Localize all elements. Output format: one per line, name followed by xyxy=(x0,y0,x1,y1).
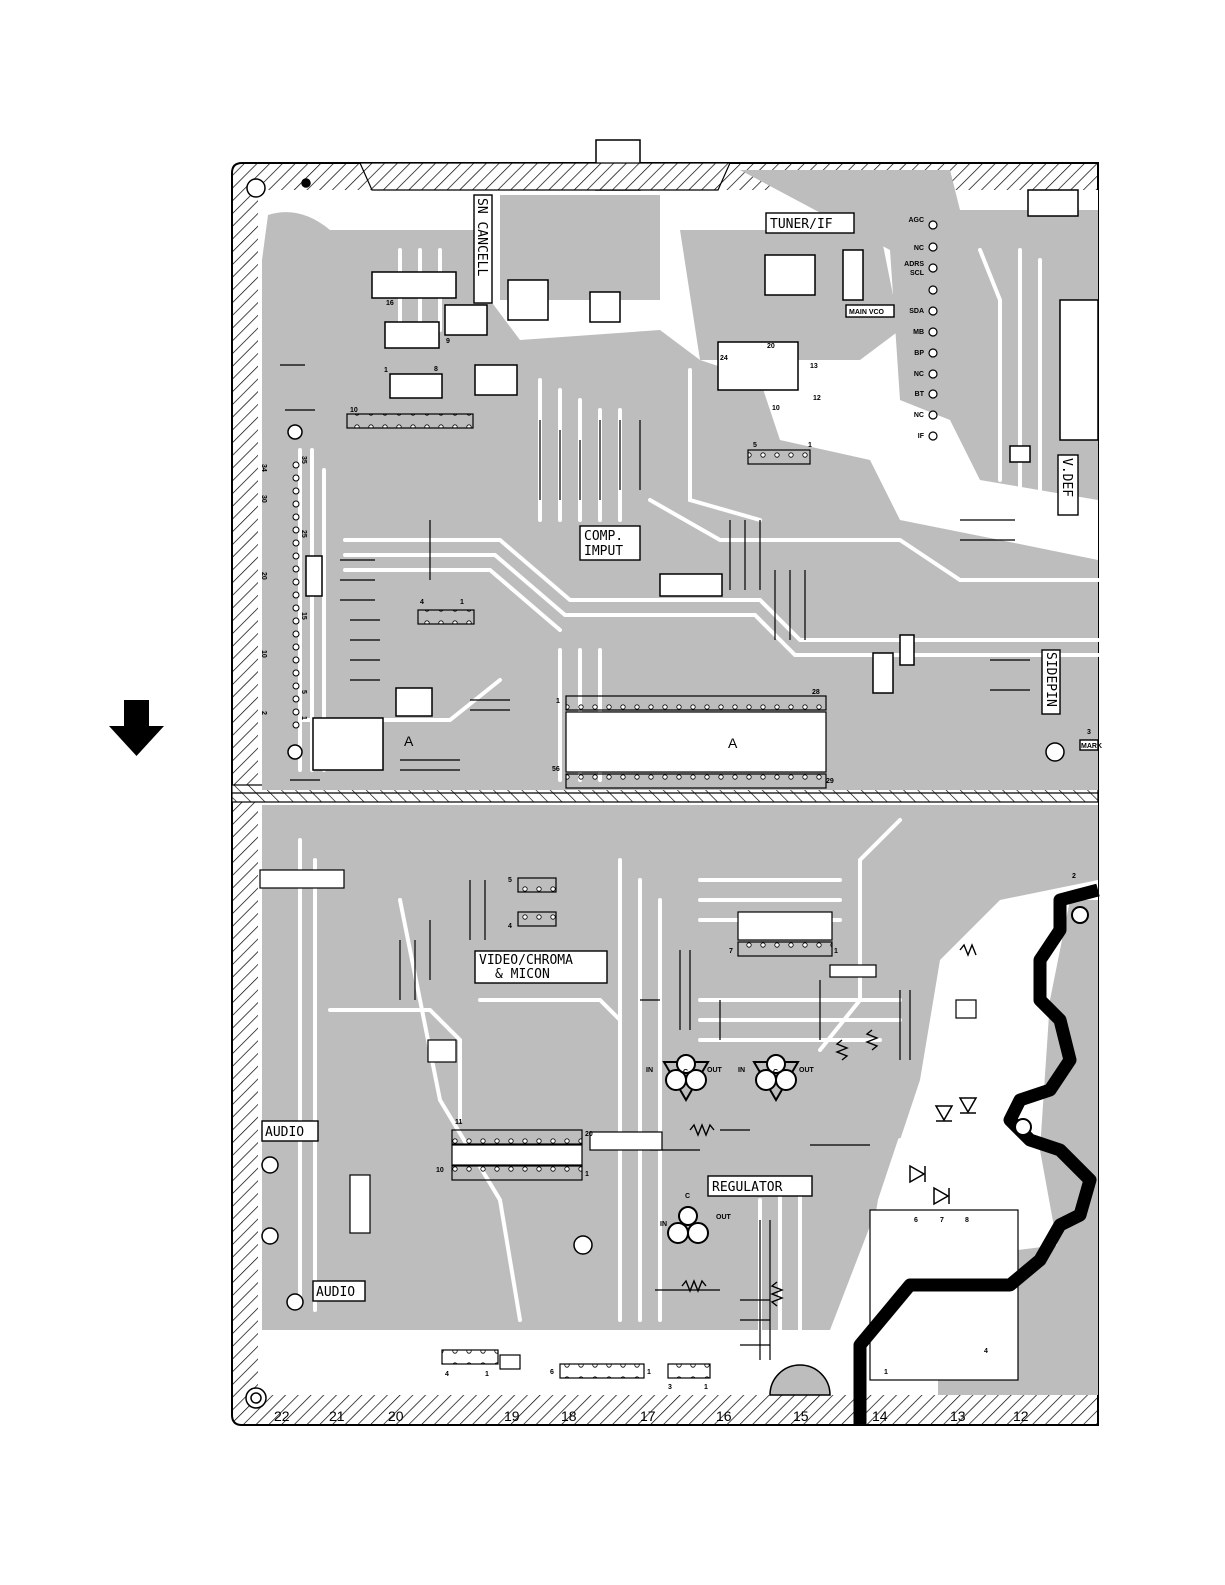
pin-mark: 10 xyxy=(772,405,780,412)
left-pin-number: 10 xyxy=(260,650,267,658)
edge-number: 15 xyxy=(793,1408,809,1424)
connector-a-right: A xyxy=(728,735,738,751)
tuner-pin-scl: SCL xyxy=(910,270,925,277)
left-pin-number: 30 xyxy=(260,495,267,503)
tuner-pin-nc: NC xyxy=(914,412,924,419)
label-v-def: V.DEF xyxy=(1059,458,1074,497)
pin-mark: 8 xyxy=(965,1217,969,1224)
pin-mark: 4 xyxy=(508,923,512,930)
pin-mark: 9 xyxy=(446,338,450,345)
pin-mark: 12 xyxy=(813,395,821,402)
label-tuner-if: TUNER/IF xyxy=(770,217,833,232)
left-pin-number: 2 xyxy=(260,711,267,715)
label-video-chroma-line1: VIDEO/CHROMA xyxy=(479,953,573,968)
edge-number: 20 xyxy=(388,1408,404,1424)
label-video-chroma-line2: & MICON xyxy=(495,967,550,982)
pin-mark: 10 xyxy=(350,407,358,414)
pin-mark: 6 xyxy=(914,1217,918,1224)
left-pin-number: 15 xyxy=(300,612,307,620)
regulator-3-in: IN xyxy=(660,1221,667,1228)
regulator-2-in: IN xyxy=(738,1067,745,1074)
pin-mark: 4 xyxy=(984,1348,988,1355)
pin-mark: 1 xyxy=(834,948,838,955)
pin-mark: 1 xyxy=(384,367,388,374)
pin-mark: 10 xyxy=(436,1167,444,1174)
pin-mark: 6 xyxy=(550,1369,554,1376)
pin-mark: 1 xyxy=(556,698,560,705)
edge-number: 14 xyxy=(872,1408,888,1424)
edge-number: 12 xyxy=(1013,1408,1029,1424)
pin-mark: 1 xyxy=(704,1384,708,1391)
pin-mark: 29 xyxy=(826,778,834,785)
left-pin-number: 1 xyxy=(300,716,307,720)
pin-mark: 7 xyxy=(940,1217,944,1224)
pin-mark: 56 xyxy=(552,766,560,773)
regulator-3-out: OUT xyxy=(716,1214,732,1221)
tuner-pin-sda: SDA xyxy=(909,308,924,315)
pin-mark: 5 xyxy=(753,442,757,449)
label-audio-1: AUDIO xyxy=(265,1125,304,1140)
tuner-pin-bp: BP xyxy=(914,350,924,357)
tuner-pin-adrs: ADRS xyxy=(904,261,924,268)
tuner-pin-agc: AGC xyxy=(908,217,924,224)
edge-number: 21 xyxy=(329,1408,345,1424)
label-comp-imput-line2: IMPUT xyxy=(584,544,623,559)
left-pin-number: 5 xyxy=(300,690,307,694)
tuner-pin-nc: NC xyxy=(914,371,924,378)
pin-mark: 24 xyxy=(720,355,728,362)
pin-mark: 3 xyxy=(1087,729,1091,736)
pin-mark: 1 xyxy=(485,1371,489,1378)
label-mark: MARK xyxy=(1081,743,1102,750)
pin-mark: 20 xyxy=(585,1131,593,1138)
regulator-1-out: OUT xyxy=(707,1067,723,1074)
pin-mark: 13 xyxy=(810,363,818,370)
tuner-pin-mb: MB xyxy=(913,329,924,336)
regulator-2-out: OUT xyxy=(799,1067,815,1074)
pin-mark: 2 xyxy=(1072,873,1076,880)
down-arrow-icon xyxy=(109,700,164,756)
edge-number: 19 xyxy=(504,1408,520,1424)
edge-number: 18 xyxy=(561,1408,577,1424)
pin-mark: 1 xyxy=(460,599,464,606)
regulator-1-in: IN xyxy=(646,1067,653,1074)
pin-mark: 5 xyxy=(508,877,512,884)
regulator-3-common: C xyxy=(685,1193,690,1200)
label-main-vco: MAIN VCO xyxy=(849,309,885,316)
label-sn-cancell: SN CANCELL xyxy=(474,198,489,276)
edge-number: 16 xyxy=(716,1408,732,1424)
left-pin-number: 35 xyxy=(300,456,307,464)
pin-mark: 11 xyxy=(455,1119,463,1126)
left-pin-number: 20 xyxy=(260,572,267,580)
pin-mark: 7 xyxy=(729,948,733,955)
pin-mark: 4 xyxy=(445,1371,449,1378)
pin-mark: 1 xyxy=(647,1369,651,1376)
pin-mark: 3 xyxy=(668,1384,672,1391)
pin-mark: 1 xyxy=(884,1369,888,1376)
pin-mark: 4 xyxy=(420,599,424,606)
pin-mark: 28 xyxy=(812,689,820,696)
pin-mark: 20 xyxy=(767,343,775,350)
label-audio-2: AUDIO xyxy=(316,1285,355,1300)
tuner-pin-nc: NC xyxy=(914,245,924,252)
regulator-2-common: C xyxy=(773,1069,778,1076)
pin-mark: 1 xyxy=(585,1171,589,1178)
pin-mark: 16 xyxy=(386,300,394,307)
label-sidepin: SIDEPIN xyxy=(1043,652,1058,707)
tuner-pin-bt: BT xyxy=(915,391,925,398)
pin-mark: 8 xyxy=(434,366,438,373)
tuner-pin-if: IF xyxy=(918,433,925,440)
edge-number: 13 xyxy=(950,1408,966,1424)
edge-number: 22 xyxy=(274,1408,290,1424)
left-pin-number: 34 xyxy=(260,464,267,472)
regulator-1-common: C xyxy=(683,1069,688,1076)
pin-mark: 1 xyxy=(808,442,812,449)
connector-a-left: A xyxy=(404,733,414,749)
edge-number: 17 xyxy=(640,1408,656,1424)
label-regulator: REGULATOR xyxy=(712,1180,783,1195)
left-pin-number: 25 xyxy=(300,530,307,538)
label-comp-imput-line1: COMP. xyxy=(584,529,623,544)
